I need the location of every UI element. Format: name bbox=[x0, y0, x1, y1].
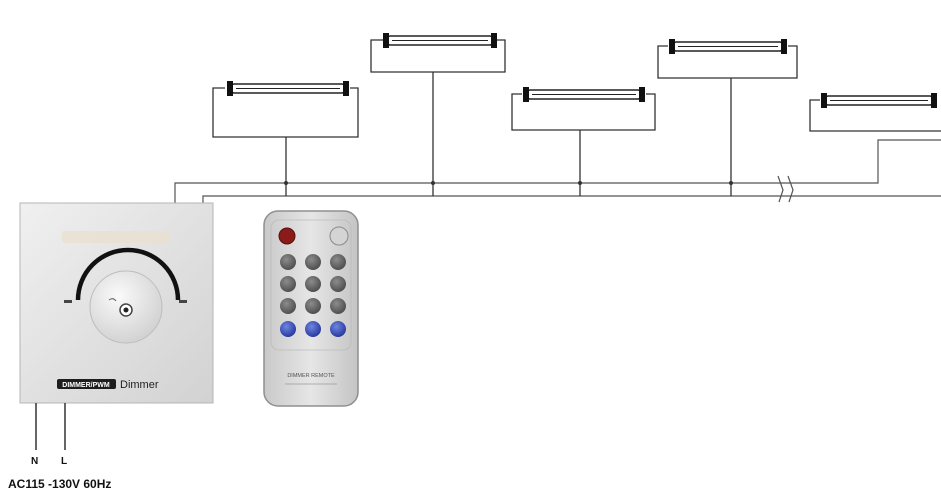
remote-blue-key[interactable] bbox=[280, 321, 296, 337]
dimmer-panel: DIMMER/PWM Dimmer bbox=[19, 202, 214, 404]
supply-leads: N L AC115 -130V 60Hz bbox=[8, 403, 111, 491]
mode-button[interactable] bbox=[329, 226, 349, 246]
wire-break-symbol bbox=[777, 175, 794, 203]
power-button[interactable] bbox=[278, 227, 296, 245]
remote-key[interactable] bbox=[305, 254, 321, 270]
max-marker bbox=[179, 300, 187, 303]
lamp-2-lead bbox=[370, 39, 506, 73]
remote-key[interactable] bbox=[305, 298, 321, 314]
junction-dot bbox=[284, 181, 288, 185]
lamp-group-4 bbox=[657, 39, 798, 196]
remote-key[interactable] bbox=[330, 276, 346, 292]
fluorescent-tube-icon bbox=[821, 93, 937, 108]
dimmer-badge bbox=[57, 379, 116, 389]
neutral-terminal-label: N bbox=[31, 456, 38, 467]
remote-key[interactable] bbox=[280, 254, 296, 270]
junction-dot bbox=[431, 181, 435, 185]
lamp-4-lead bbox=[657, 45, 798, 79]
dimmer-badge-text: DIMMER/PWM bbox=[62, 382, 110, 389]
lamp-group-2 bbox=[370, 33, 506, 196]
bus-wire-upper bbox=[174, 139, 941, 203]
remote-key[interactable] bbox=[330, 254, 346, 270]
supply-voltage-label: AC115 -130V 60Hz bbox=[8, 477, 111, 491]
brightness-arc-icon bbox=[75, 247, 181, 301]
junction-dot bbox=[578, 181, 582, 185]
remote-caption: DIMMER REMOTE bbox=[287, 373, 335, 379]
min-marker bbox=[64, 300, 72, 303]
dimmer-logo-strip bbox=[62, 231, 170, 243]
lamp-1-lead bbox=[212, 87, 359, 138]
remote-blue-key[interactable] bbox=[330, 321, 346, 337]
bus-wire-lower bbox=[202, 195, 941, 203]
fluorescent-tube-icon bbox=[523, 87, 645, 102]
lamp-3-lead bbox=[511, 93, 656, 131]
remote-key[interactable] bbox=[330, 298, 346, 314]
bus-wires bbox=[174, 139, 941, 203]
remote-key[interactable] bbox=[305, 276, 321, 292]
fluorescent-tube-icon bbox=[227, 81, 349, 96]
fluorescent-tube-icon bbox=[669, 39, 787, 54]
remote-key[interactable] bbox=[280, 276, 296, 292]
remote-key[interactable] bbox=[280, 298, 296, 314]
lamp-group-5 bbox=[809, 93, 941, 132]
lamp-group-1 bbox=[212, 81, 359, 196]
remote-control: DIMMER REMOTE bbox=[263, 210, 359, 407]
knob-center-dot bbox=[123, 307, 129, 313]
knob-arrow-icon bbox=[108, 298, 117, 302]
fluorescent-tube-icon bbox=[383, 33, 497, 48]
lamp-group-3 bbox=[511, 87, 656, 196]
live-terminal-label: L bbox=[61, 456, 67, 467]
dimmer-label: Dimmer bbox=[120, 379, 159, 391]
remote-button-area bbox=[270, 219, 352, 351]
remote-blue-key[interactable] bbox=[305, 321, 321, 337]
lamp-5-lead bbox=[809, 99, 941, 132]
junction-dot bbox=[729, 181, 733, 185]
